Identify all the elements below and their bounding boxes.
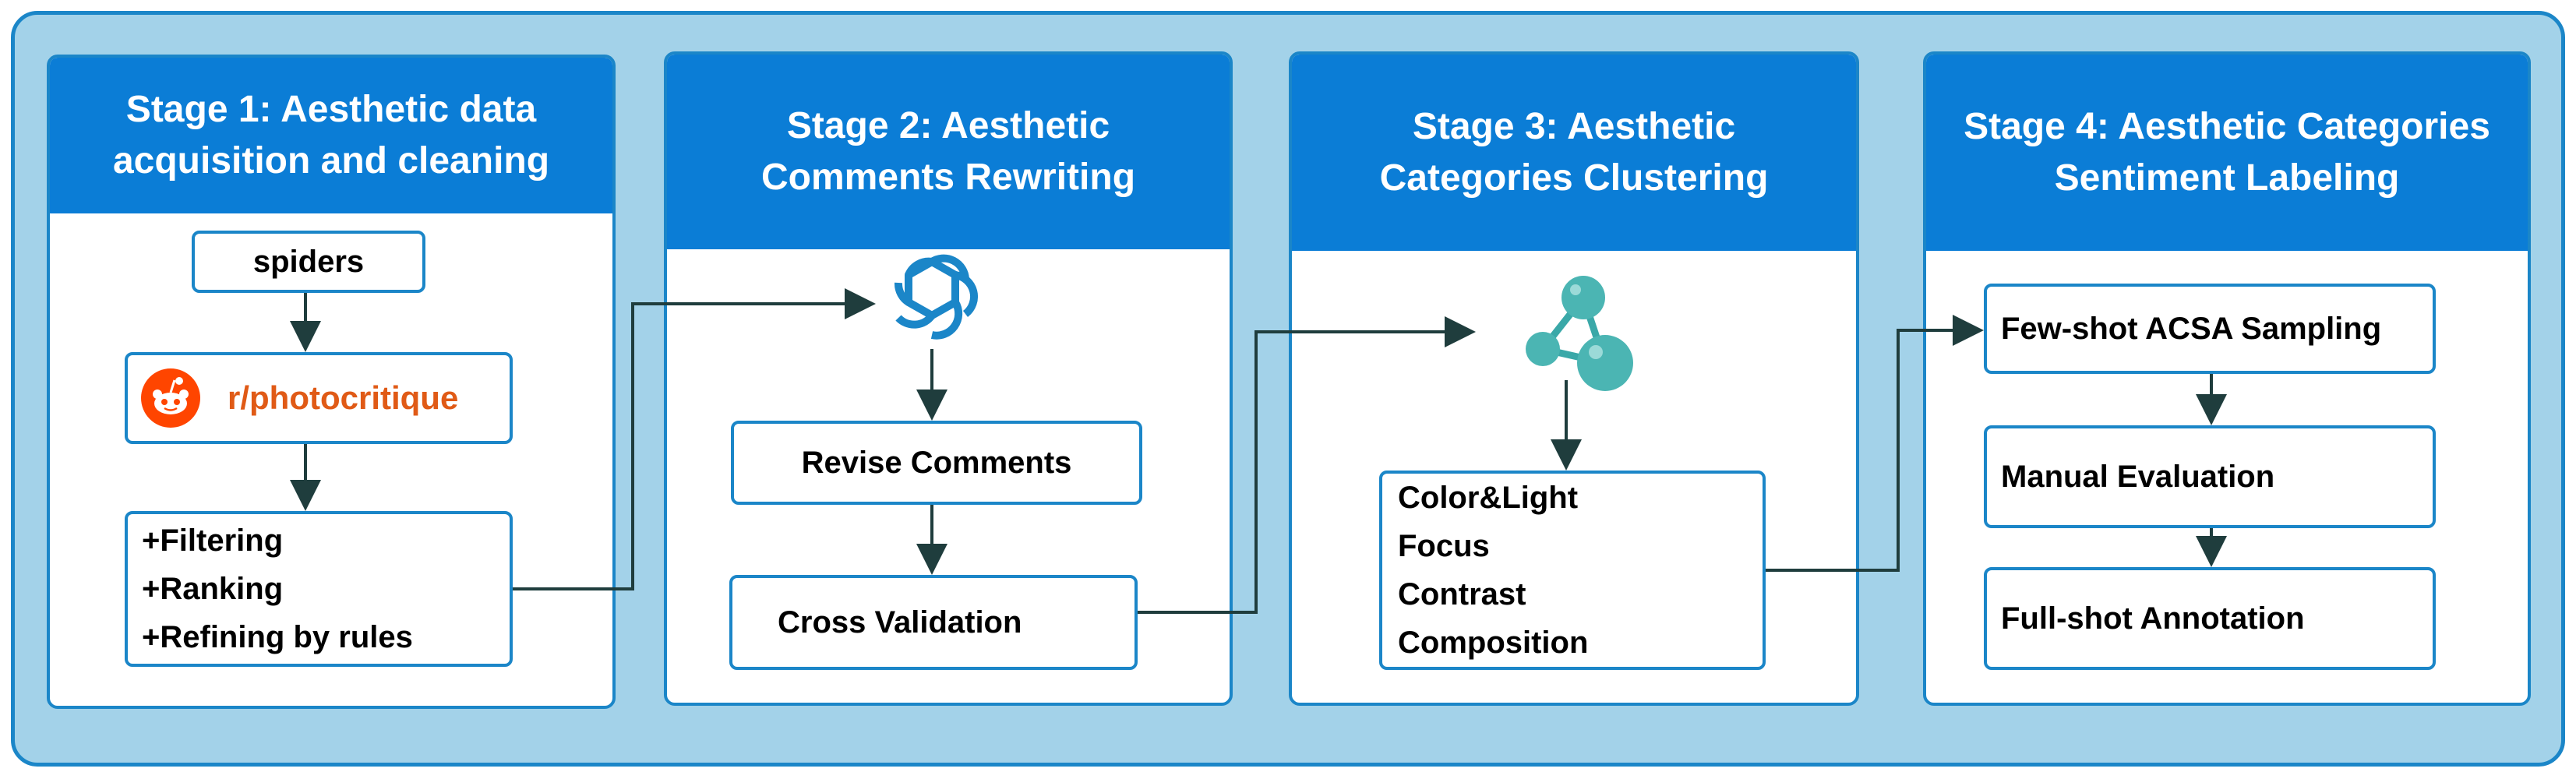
manual-evaluation-label: Manual Evaluation [2001,459,2275,494]
few-shot-sampling-box: Few-shot ACSA Sampling [1984,284,2436,374]
stage-2-title-line1: Stage 2: Aesthetic [786,105,1110,146]
stage-4-title-line2: Sentiment Labeling [2054,157,2400,199]
spiders-label: spiders [252,244,365,279]
stage-4-panel: Stage 4: Aesthetic Categories Sentiment … [1923,51,2531,706]
stage-4-title: Stage 4: Aesthetic Categories Sentiment … [1926,55,2528,251]
full-shot-annotation-box: Full-shot Annotation [1984,567,2436,670]
category-contrast: Contrast [1398,577,1526,612]
manual-evaluation-box: Manual Evaluation [1984,425,2436,528]
arrow-stage1-to-stage2 [513,288,876,590]
cross-validation-label: Cross Validation [778,605,1022,640]
ranking-label: +Ranking [142,572,284,606]
subreddit-label: r/photocritique [228,379,459,416]
stage-2-title-line2: Comments Rewriting [760,157,1136,198]
filtering-label: +Filtering [142,523,284,558]
stage-3-title-line2: Categories Clustering [1379,157,1769,199]
stage-3-title-line1: Stage 3: Aesthetic [1412,106,1736,147]
reddit-icon [141,368,200,428]
aesthetic-categories-box: Color&Light Focus Contrast Composition [1379,471,1766,670]
processing-rules-box: +Filtering +Ranking +Refining by rules [125,511,513,667]
arrow-stage3-to-stage4 [1766,315,1984,572]
spiders-box: spiders [192,231,425,293]
photocritique-box: r/photocritique [125,352,513,444]
category-focus: Focus [1398,529,1490,563]
revise-comments-label: Revise Comments [801,445,1072,480]
stage-3-title: Stage 3: Aesthetic Categories Clustering [1292,55,1856,251]
stage-2-title: Stage 2: Aesthetic Comments Rewriting [667,55,1230,249]
stage-1-title: Stage 1: Aesthetic data acquisition and … [50,58,612,213]
cross-validation-box: Cross Validation [729,575,1138,670]
category-color-light: Color&Light [1398,481,1579,515]
full-shot-annotation-label: Full-shot Annotation [2001,601,2305,636]
few-shot-sampling-label: Few-shot ACSA Sampling [2001,311,2382,346]
stage-4-title-line1: Stage 4: Aesthetic Categories [1964,106,2490,147]
openai-icon [895,254,979,340]
revise-comments-box: Revise Comments [731,421,1142,505]
stage-1-title-line2: acquisition and cleaning [112,140,550,182]
category-composition: Composition [1398,626,1589,660]
stage-1-title-line1: Stage 1: Aesthetic data [125,89,537,130]
refining-label: +Refining by rules [142,620,413,654]
molecule-cluster-icon [1526,276,1633,391]
arrow-stage2-to-stage3 [1138,316,1476,614]
